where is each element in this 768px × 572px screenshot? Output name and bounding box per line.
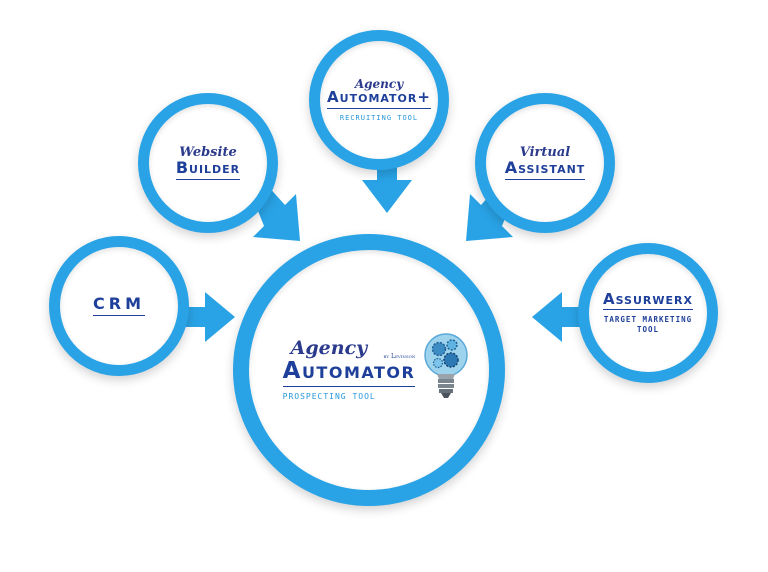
automator-plus-circle: Agency Automator+ RECRUITING TOOL [309, 30, 449, 170]
automator-plus-title: Automator+ [327, 90, 431, 110]
automator-plus-script: Agency [354, 76, 404, 91]
website-builder-circle: Website Builder [138, 93, 278, 233]
arrow-from-crm [182, 292, 235, 342]
crm-circle: CRM [49, 236, 189, 376]
assurwerx-tagline-1: TARGET MARKETING [603, 315, 693, 325]
assurwerx-title: Assurwerx [603, 291, 693, 311]
arrow-from-automator-plus [362, 150, 412, 213]
website-builder-title: Builder [175, 159, 241, 180]
website-builder-script: Website [179, 145, 237, 161]
gear-lightbulb-icon [424, 333, 469, 398]
hub-logo: Agency Automator by Levinson PROSPECTING… [282, 337, 416, 401]
assurwerx-circle: Assurwerx TARGET MARKETING TOOL [578, 243, 718, 383]
automator-plus-tagline: RECRUITING TOOL [339, 114, 419, 123]
arrow-from-assurwerx [532, 292, 585, 342]
hub-script: Agency [290, 337, 368, 360]
hub-title-row: Automator [282, 359, 416, 387]
hub-tagline: PROSPECTING TOOL [282, 391, 376, 401]
hub-title: Automator [282, 359, 416, 387]
virtual-assistant-script: Virtual [519, 145, 571, 161]
crm-title: CRM [93, 295, 145, 316]
hub-by-line: by Levinson [383, 352, 416, 360]
virtual-assistant-title: Assistant [504, 159, 586, 180]
hub-content: Agency Automator by Levinson PROSPECTING… [282, 327, 470, 413]
hub-circle: Agency Automator by Levinson PROSPECTING… [233, 234, 505, 506]
virtual-assistant-circle: Virtual Assistant [475, 93, 615, 233]
assurwerx-tagline-2: TOOL [636, 325, 660, 335]
